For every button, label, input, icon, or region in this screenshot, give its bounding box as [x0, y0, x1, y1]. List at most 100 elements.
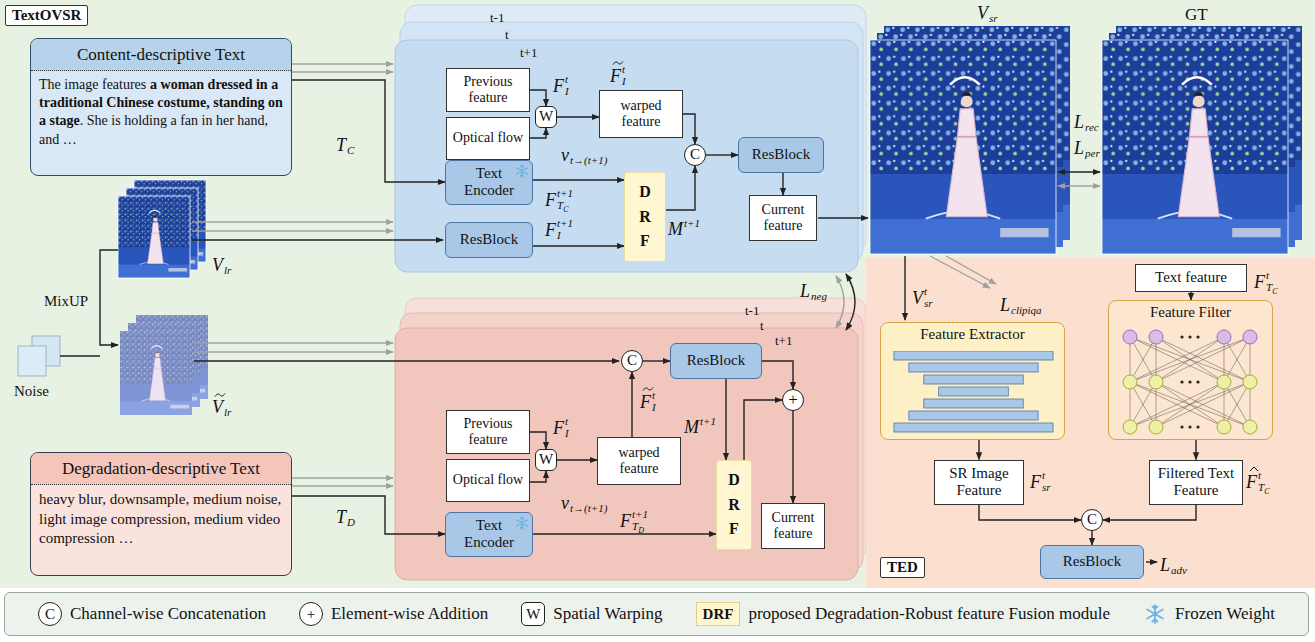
- subscript-slot: sr: [924, 298, 933, 310]
- plain-label: t: [505, 28, 509, 41]
- lr-frames-part: [118, 196, 190, 278]
- label-wrap: warped feature: [603, 445, 675, 477]
- text-encoder: Text Encoder: [445, 160, 533, 205]
- legend-text: Frozen Weight: [1175, 604, 1275, 624]
- symbol-letter: T: [336, 508, 346, 526]
- connector: [744, 400, 782, 460]
- flow-lines-part: [292, 477, 393, 478]
- subscript-slot: t→(t+1): [570, 503, 607, 515]
- math-label: Vsr: [975, 0, 1000, 26]
- concat-symbol: C: [621, 350, 643, 372]
- superscript-slot: t: [1258, 470, 1269, 482]
- legend-text: Element-wise Addition: [331, 604, 488, 624]
- superscript: t+1: [700, 415, 716, 427]
- superscript: t+1: [557, 217, 573, 229]
- feature-filter: Feature Filter: [1108, 300, 1273, 440]
- degradation-text-box: Degradation-descriptive Textheavy blur, …: [30, 452, 292, 576]
- box-label: Previous feature: [452, 74, 524, 106]
- box-label: Current feature: [767, 510, 819, 542]
- legend-sample: [1143, 602, 1167, 626]
- subscript-slot: adv: [1171, 565, 1187, 577]
- label-wrap: SR Image Feature: [940, 465, 1018, 500]
- symbol-letter: T: [336, 136, 346, 154]
- label-wrap: ResBlock: [1063, 553, 1121, 570]
- box-label: C: [690, 146, 700, 163]
- math-label: Mt+1: [684, 412, 716, 439]
- math-label: Vtsr: [912, 282, 933, 309]
- connector: [1190, 292, 1191, 300]
- legend-sample: C: [38, 602, 62, 626]
- plain-label: MixUP: [44, 294, 88, 309]
- subscript: sr: [989, 12, 998, 24]
- subscript: T: [1258, 481, 1264, 493]
- math-label: Ft+1TD: [620, 505, 648, 532]
- mixed-frames: [120, 315, 208, 415]
- flow-lines-part: [1058, 185, 1100, 186]
- superscript-slot: [1085, 111, 1099, 122]
- math-label: vt→(t+1): [561, 140, 607, 167]
- connector: [533, 245, 624, 246]
- symbol-letter: L: [1160, 556, 1170, 574]
- superscript: t: [565, 73, 568, 85]
- subscript-slot: TD: [632, 521, 648, 533]
- script-column: t+1I: [557, 218, 573, 241]
- subscript: lr: [224, 264, 231, 276]
- plain-label: GT: [1185, 6, 1208, 23]
- plain-label: Noise: [14, 384, 49, 399]
- drf-module: DRF: [624, 172, 666, 262]
- flow-box: Optical flow: [446, 459, 530, 502]
- warp-symbol: W: [535, 106, 557, 128]
- superscript-slot: [811, 280, 827, 291]
- add-symbol: +: [782, 389, 804, 411]
- superscript-slot: t+1: [700, 416, 716, 428]
- flow-lines-part: [292, 63, 393, 64]
- superscript-slot: t: [622, 64, 626, 76]
- resblock: ResBlock: [670, 343, 762, 379]
- block-title: Feature Filter: [1150, 304, 1231, 321]
- symbol-letter: V: [212, 398, 223, 416]
- subscript: T: [1266, 281, 1272, 293]
- script-column: tTC: [1258, 470, 1269, 493]
- flow-lines-part: [194, 351, 393, 352]
- drf-module: DRF: [716, 460, 752, 550]
- legend-text: Spatial Warping: [553, 604, 662, 624]
- box-label: W: [539, 451, 553, 468]
- symbol-letter: F: [553, 77, 564, 95]
- snowflake-icon-part: [1147, 605, 1163, 623]
- subscript-slot: TC: [1266, 282, 1277, 294]
- connector: [557, 459, 597, 460]
- label-wrap: warped feature: [605, 98, 677, 130]
- flow-lines-part: [846, 274, 855, 330]
- legend-item: C Channel-wise Concatenation: [38, 602, 266, 626]
- subscript: adv: [1171, 564, 1187, 576]
- label-wrap: DRF: [726, 468, 742, 542]
- superscript-slot: [570, 144, 607, 155]
- flow-lines-part: [836, 276, 844, 328]
- script-column: lr: [224, 254, 231, 277]
- box-label: +: [788, 390, 798, 410]
- math-label: FtTC: [1254, 266, 1277, 293]
- symbol-letter: L: [1074, 113, 1084, 131]
- superscript-slot: t+1: [557, 188, 573, 200]
- script-column: C: [347, 134, 354, 157]
- math-label: vt→(t+1): [561, 488, 607, 515]
- script-column: t+1: [700, 416, 716, 439]
- sample-label: DRF: [703, 606, 734, 623]
- legend-text: Channel-wise Concatenation: [70, 604, 266, 624]
- subscript-slot: lr: [224, 265, 231, 277]
- connector: [1091, 531, 1092, 545]
- accent-mark-part: [643, 388, 653, 391]
- subscript: sr: [924, 297, 933, 309]
- subscript: I: [652, 401, 656, 413]
- box-label: ResBlock: [1063, 553, 1121, 570]
- superscript: t: [1042, 469, 1045, 481]
- ff-art-graphic: [1116, 327, 1266, 437]
- superscript-slot: t+1: [632, 509, 648, 521]
- connector: [706, 154, 738, 155]
- legend-sample: W: [521, 602, 545, 626]
- symbol-letter: F: [545, 191, 556, 209]
- script-column: t→(t+1): [570, 492, 607, 515]
- feature-extractor: Feature Extractor: [880, 322, 1065, 440]
- symbol-letter: L: [800, 282, 810, 300]
- body-text: The image features: [39, 77, 146, 92]
